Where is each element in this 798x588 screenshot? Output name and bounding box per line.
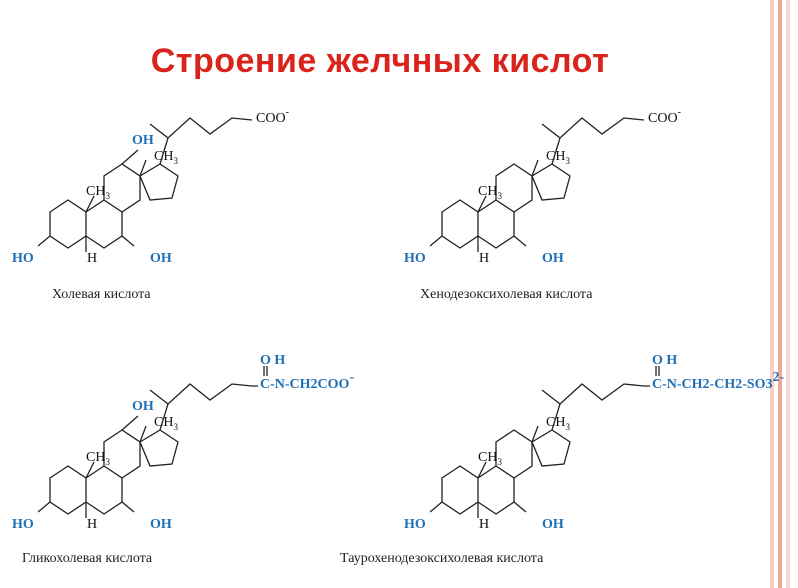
tail-top-label: O H: [652, 353, 677, 368]
tail-label: COO-: [256, 107, 289, 126]
molecule-caption-1: Холевая кислота: [52, 287, 151, 302]
molecule-glycocholic-acid: O H C-N-CH2COO- HO OH OH CH3 CH3 H Глико…: [12, 353, 354, 566]
right-decoration-stripe-1: [770, 0, 774, 588]
ho-3-label: HO: [12, 251, 34, 266]
ch3-18-label: CH3: [546, 149, 570, 166]
molecule-caption-3: Гликохолевая кислота: [22, 551, 153, 566]
right-decoration-stripe-2: [778, 0, 782, 588]
h-5-label: H: [87, 251, 97, 266]
ch3-18-label: CH3: [154, 415, 178, 432]
slide-title: Строение желчных кислот: [150, 42, 610, 80]
ch3-19-label: CH3: [478, 184, 502, 201]
tail-label: C-N-CH2-CH2-SO32-: [652, 370, 785, 392]
molecule-chenodeoxycholic-acid: COO- HO OH CH3 CH3 H Хенодезоксихолевая …: [404, 107, 681, 302]
ch3-18-label: CH3: [154, 149, 178, 166]
molecule-taurochenodeoxycholic-acid: O H C-N-CH2-CH2-SO32- HO OH CH3 CH3 H Та…: [340, 353, 785, 566]
ho-3-label: HO: [404, 251, 426, 266]
ch3-19-label: CH3: [86, 184, 110, 201]
h-5-label: H: [87, 517, 97, 532]
molecule-caption-2: Хенодезоксихолевая кислота: [420, 287, 593, 302]
oh-7-label: OH: [542, 517, 564, 532]
h-5-label: H: [479, 517, 489, 532]
molecule-cholic-acid: COO- HO OH OH CH3 CH3 H Холевая кислота: [12, 107, 289, 302]
ch3-18-label: CH3: [546, 415, 570, 432]
tail-label: C-N-CH2COO-: [260, 370, 354, 392]
ch3-19-label: CH3: [86, 450, 110, 467]
tail-label: COO-: [648, 107, 681, 126]
tail-top-label: O H: [260, 353, 285, 368]
oh-12-label: OH: [132, 399, 154, 414]
oh-12-label: OH: [132, 133, 154, 148]
h-5-label: H: [479, 251, 489, 266]
oh-7-label: OH: [150, 251, 172, 266]
ho-3-label: HO: [12, 517, 34, 532]
oh-7-label: OH: [542, 251, 564, 266]
right-decoration-stripe-3: [786, 0, 790, 588]
ho-3-label: HO: [404, 517, 426, 532]
ch3-19-label: CH3: [478, 450, 502, 467]
oh-7-label: OH: [150, 517, 172, 532]
molecule-caption-4: Таурохенодезоксихолевая кислота: [340, 551, 544, 566]
